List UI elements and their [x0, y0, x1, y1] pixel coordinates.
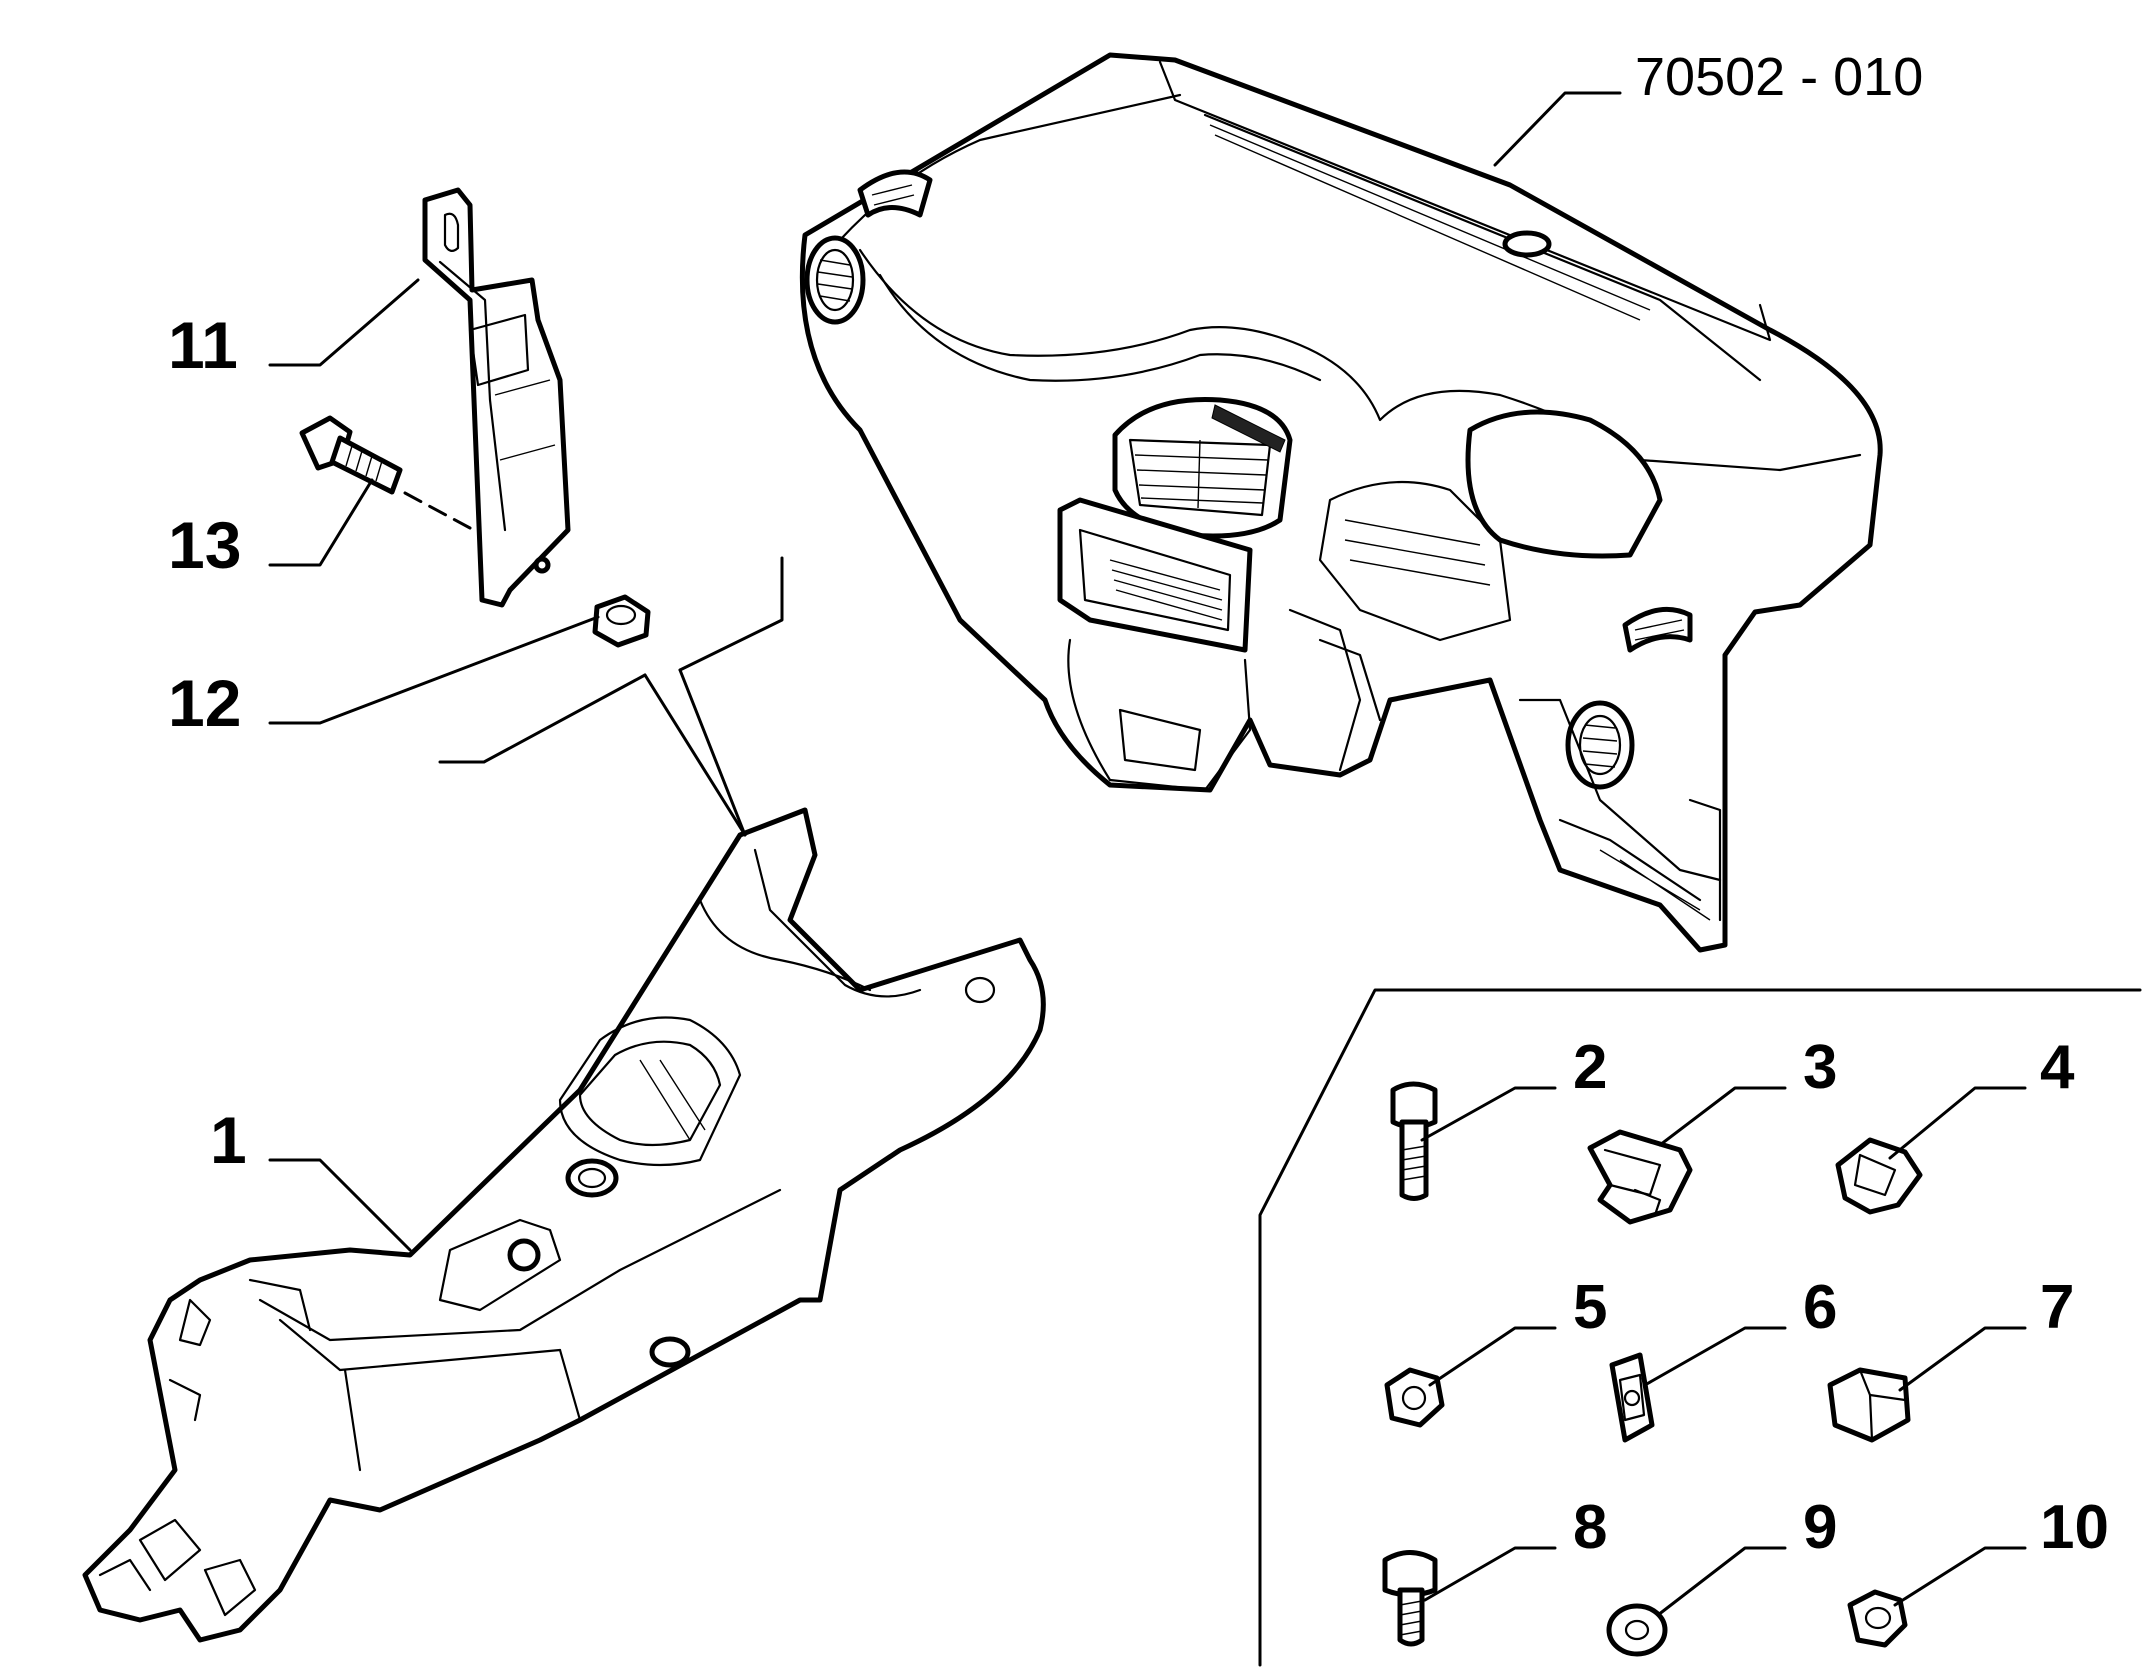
bolt-part-8 — [1382, 1550, 1438, 1647]
callout-11: 11 — [168, 308, 238, 382]
clip-part-6 — [1609, 1352, 1655, 1443]
callout-2: 2 — [1573, 1033, 1607, 1102]
bolt-part-2 — [1390, 1081, 1438, 1201]
assembly-reference-code: 70502 - 010 — [1635, 47, 1923, 107]
callout-5: 5 — [1573, 1273, 1607, 1342]
callout-6: 6 — [1803, 1273, 1837, 1342]
callout-13: 13 — [168, 508, 241, 582]
bolt-part-13 — [299, 415, 403, 495]
nut-part-10 — [1847, 1589, 1908, 1648]
callout-10: 10 — [2040, 1493, 2109, 1562]
washer-part-9 — [1606, 1603, 1668, 1657]
bracket-part-11 — [422, 187, 571, 608]
callout-1: 1 — [210, 1103, 247, 1177]
parts-box-border — [1258, 988, 2142, 1667]
clip-part-3 — [1587, 1129, 1693, 1225]
nut-part-12 — [592, 594, 651, 648]
leader-lines — [268, 91, 2027, 1617]
callout-4: 4 — [2040, 1033, 2075, 1102]
callout-8: 8 — [1573, 1493, 1607, 1562]
callout-9: 9 — [1803, 1493, 1837, 1562]
callout-3: 3 — [1803, 1033, 1837, 1102]
bolt-axis-line — [403, 491, 472, 530]
dashboard-assembly — [799, 52, 1883, 953]
nut-part-5 — [1384, 1367, 1445, 1428]
callout-7: 7 — [2040, 1273, 2074, 1342]
callout-12: 12 — [168, 666, 241, 740]
center-console — [82, 807, 1046, 1643]
grommet-part-7 — [1827, 1367, 1911, 1443]
clip-part-4 — [1835, 1137, 1923, 1215]
